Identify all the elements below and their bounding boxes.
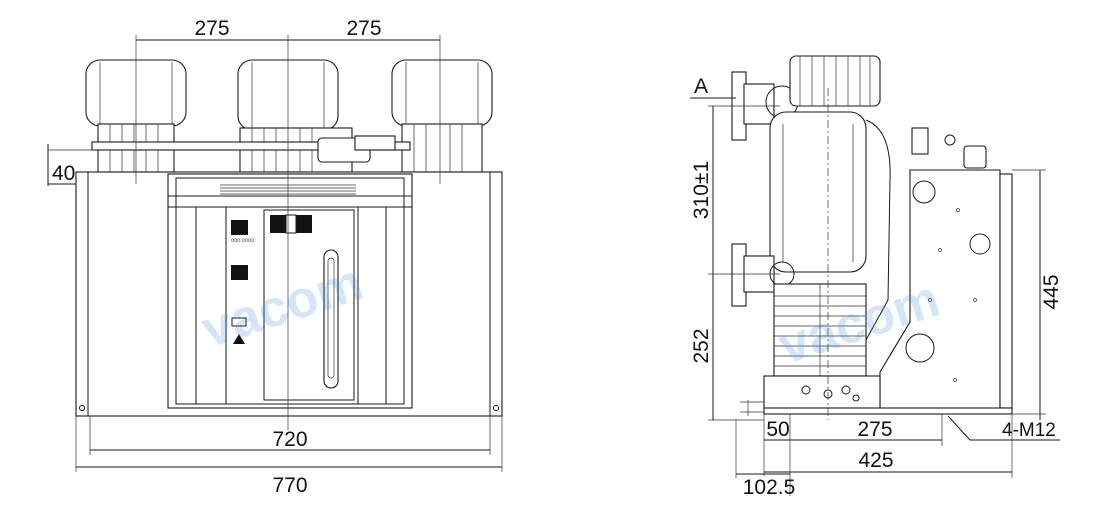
dim-total-depth: 102.5 [743,476,796,499]
bellows [773,283,867,377]
pole-cap-right [391,59,493,173]
base-frame [763,375,881,413]
handle [323,249,339,389]
marker-a: A [694,75,708,98]
mount-hole-icon [493,405,499,411]
front-view: ΟΟΟ ΟΟΟΟ 275 275 40 720 [47,17,503,497]
svg-text:ΟΟΟ ΟΟΟΟ: ΟΟΟ ΟΟΟΟ [231,238,254,243]
label-mounting-holes: 4-M12 [1002,420,1056,441]
indicator-window [231,265,248,280]
dim-hole-spacing: 275 [857,418,892,441]
interrupter-tube [769,111,867,273]
dim-overall-height: 445 [1040,274,1063,309]
dim-lower-terminal-height: 252 [690,328,713,363]
charge-port [231,317,247,327]
dim-base-offset: 50 [766,418,789,441]
top-terminal [731,55,881,141]
push-arrow-icon [233,334,245,344]
dim-mounting-width: 720 [272,428,307,451]
side-view: A 310±1 252 445 50 275 425 102.5 4- [690,55,1063,499]
dim-side-offset: 40 [52,162,75,185]
front-panel: ΟΟΟ ΟΟΟΟ [167,173,413,409]
dim-base-depth: 425 [858,449,893,472]
dim-terminal-spacing: 310±1 [690,161,713,219]
indicator-window [231,220,248,235]
mechanism-box [879,127,1013,413]
dim-overall-width: 770 [272,474,307,497]
dim-pole-spacing-right: 275 [346,17,381,40]
operating-rod [91,141,411,151]
dim-pole-spacing-left: 275 [194,17,229,40]
mount-hole-icon [79,405,85,411]
